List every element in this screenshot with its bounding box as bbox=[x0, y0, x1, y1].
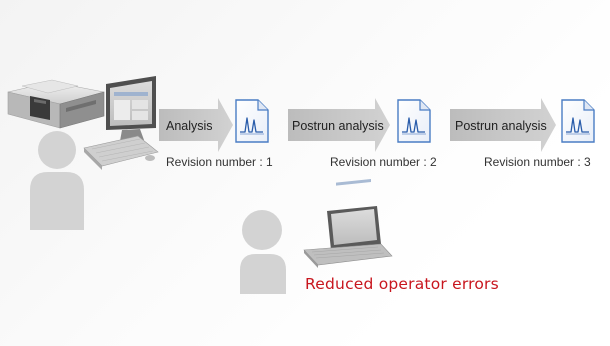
reduced-errors-caption: Reduced operator errors bbox=[305, 275, 499, 293]
arrow-label-postrun-1: Postrun analysis bbox=[292, 119, 384, 133]
arrow-label-postrun-2: Postrun analysis bbox=[455, 119, 547, 133]
process-arrow-icon bbox=[450, 98, 556, 152]
arrow-label-analysis: Analysis bbox=[166, 119, 213, 133]
spectrum-data-file-icon bbox=[561, 99, 595, 143]
spectrum-data-file-icon bbox=[235, 99, 269, 143]
person-silhouette-icon bbox=[30, 131, 84, 230]
ftir-spectrometer-icon bbox=[7, 79, 105, 129]
spectrum-data-file-icon bbox=[397, 99, 431, 143]
process-arrow-icon bbox=[159, 98, 233, 152]
person-silhouette-icon bbox=[240, 210, 286, 294]
desktop-computer-icon bbox=[83, 76, 159, 170]
laptop-computer-icon bbox=[303, 179, 393, 268]
revision-label-1: Revision number : 1 bbox=[166, 155, 273, 169]
revision-label-3: Revision number : 3 bbox=[484, 155, 591, 169]
process-arrow-icon bbox=[288, 98, 390, 152]
revision-label-2: Revision number : 2 bbox=[330, 155, 437, 169]
